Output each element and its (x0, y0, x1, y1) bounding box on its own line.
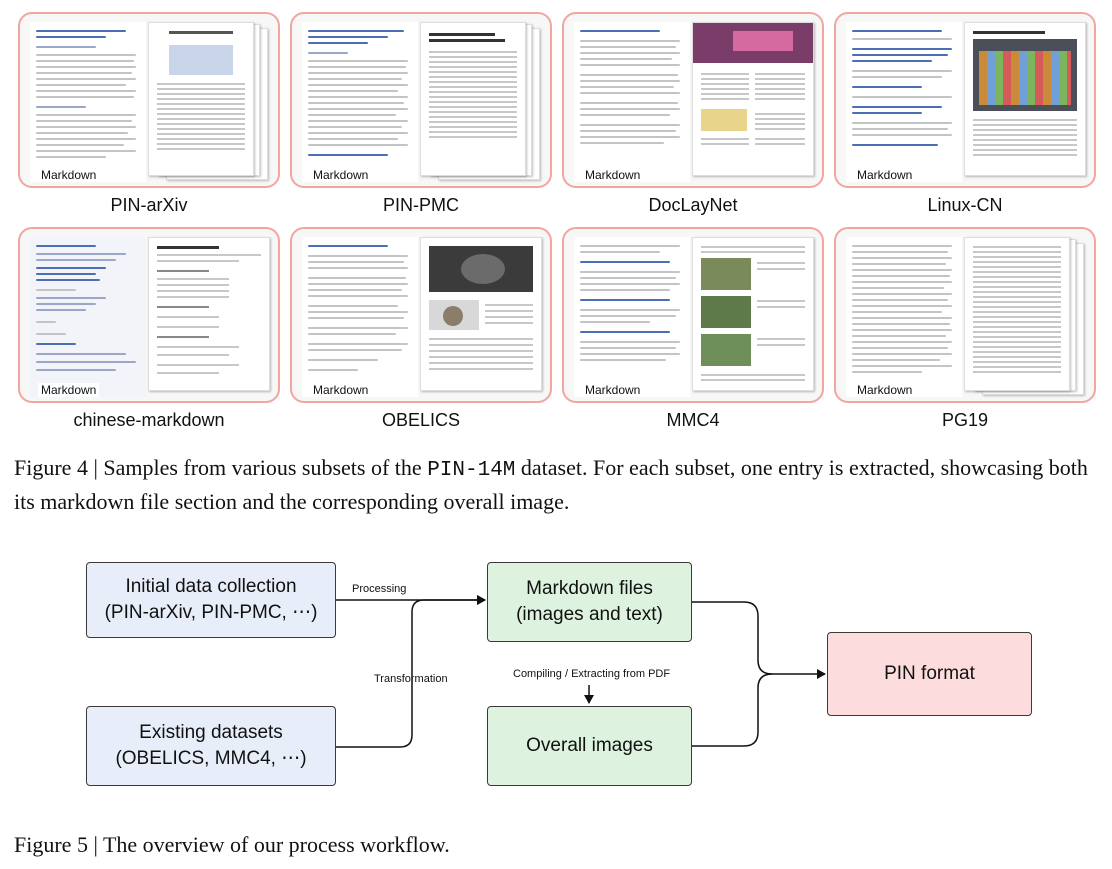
markdown-label: Markdown (854, 168, 916, 182)
node-sublabel: (PIN-arXiv, PIN-PMC, ⋯) (104, 602, 318, 623)
markdown-pane (846, 237, 962, 397)
markdown-label: Markdown (38, 383, 100, 397)
node-sublabel: (images and text) (516, 604, 663, 625)
subset-name: chinese-markdown (73, 410, 225, 430)
node-label: Initial data collection (125, 576, 297, 597)
figure-5-workflow: Initial data collection (PIN-arXiv, PIN-… (0, 550, 1112, 800)
markdown-label: Markdown (854, 383, 916, 397)
processing-label: Processing (352, 583, 407, 595)
subset-card: Markdown (290, 12, 552, 188)
subset-cell-mmc4: Markdown MMC4 (562, 227, 824, 432)
subset-card: Markdown (562, 227, 824, 403)
brochure-thumbnail (688, 22, 816, 182)
subset-name: OBELICS (381, 410, 461, 430)
subset-name: PIN-arXiv (110, 195, 188, 215)
markdown-pane (30, 237, 146, 397)
markdown-pane (30, 22, 146, 182)
webpage-thumbnail (960, 22, 1088, 182)
markdown-label: Markdown (310, 383, 372, 397)
figure-4-grid: Markdown PIN-arXiv (18, 12, 1098, 432)
transformation-arrow (336, 595, 486, 748)
initial-data-collection-node: Initial data collection (PIN-arXiv, PIN-… (86, 562, 336, 638)
markdown-label: Markdown (310, 168, 372, 182)
subset-name: DocLayNet (648, 195, 738, 215)
subset-card: Markdown (562, 12, 824, 188)
markdown-editor-thumbnail (144, 237, 272, 397)
markdown-label: Markdown (582, 168, 644, 182)
subset-name: PIN-PMC (383, 195, 459, 215)
markdown-label: Markdown (582, 383, 644, 397)
markdown-files-node: Markdown files (images and text) (487, 562, 692, 642)
markdown-pane (574, 237, 690, 397)
subset-name: MMC4 (666, 410, 720, 430)
subset-cell-pin-arxiv: Markdown PIN-arXiv (18, 12, 280, 217)
subset-cell-linux-cn: Markdown Linux-CN (834, 12, 1096, 217)
node-label: Overall images (526, 735, 653, 756)
subset-name: Linux-CN (927, 195, 1003, 215)
paper-thumbnail (416, 22, 544, 182)
book-thumbnail (960, 237, 1088, 397)
compiling-label: Compiling / Extracting from PDF (513, 668, 671, 680)
markdown-label: Markdown (38, 168, 100, 182)
subset-card: Markdown (18, 12, 280, 188)
workflow-connectors (336, 595, 826, 748)
webpage-thumbnail (688, 237, 816, 397)
node-label: Markdown files (526, 578, 653, 599)
webpage-thumbnail (416, 237, 544, 397)
paper-thumbnail (144, 22, 272, 182)
markdown-pane (302, 237, 418, 397)
node-label: PIN format (884, 663, 975, 684)
figure-4-caption: Figure 4 | Samples from various subsets … (14, 455, 1088, 514)
subset-cell-obelics: Markdown OBELICS (290, 227, 552, 432)
markdown-pane (574, 22, 690, 182)
subset-name: PG19 (941, 410, 989, 430)
overall-images-node: Overall images (487, 706, 692, 786)
overall-to-pin-arrow (692, 673, 773, 747)
transformation-label: Transformation (374, 673, 448, 685)
figure-5-caption: Figure 5 | The overview of our process w… (14, 832, 450, 857)
subset-cell-pg19: Markdown PG19 (834, 227, 1096, 432)
subset-cell-pin-pmc: Markdown PIN-PMC (290, 12, 552, 217)
subset-card: Markdown (290, 227, 552, 403)
markdown-pane (302, 22, 418, 182)
subset-card: Markdown (18, 227, 280, 403)
node-sublabel: (OBELICS, MMC4, ⋯) (115, 748, 307, 769)
node-label: Existing datasets (139, 722, 283, 743)
existing-datasets-node: Existing datasets (OBELICS, MMC4, ⋯) (86, 706, 336, 786)
subset-cell-doclaynet: Markdown DocLayNet (562, 12, 824, 217)
dataset-name: PIN-14M (427, 459, 516, 482)
subset-card: Markdown (834, 227, 1096, 403)
subset-card: Markdown (834, 12, 1096, 188)
pin-format-node: PIN format (827, 632, 1032, 716)
subset-cell-chinese-markdown: Markdown chinese-markdown (18, 227, 280, 432)
markdown-to-pin-arrow (692, 601, 826, 679)
markdown-pane (846, 22, 962, 182)
